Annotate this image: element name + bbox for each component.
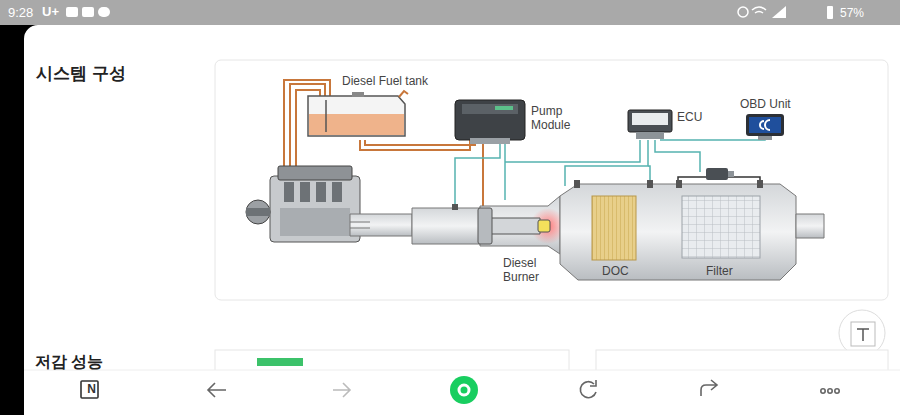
status-bar: [0, 0, 900, 25]
screen-corner: [24, 25, 38, 39]
diagram-card: [215, 60, 888, 300]
part-name: Diesel Burner: [503, 256, 555, 285]
section-heading: 저감 성능: [35, 352, 103, 371]
exhaust-pipe: [350, 204, 480, 244]
part-name: ECU: [677, 110, 702, 124]
battery-level: 57%: [840, 6, 864, 20]
nav-divider: [24, 370, 900, 371]
engine: [246, 166, 360, 242]
screen-edge: [0, 25, 24, 415]
section-title: 시스템 구성: [36, 64, 126, 84]
scroll-top-button: [839, 310, 885, 356]
carrier-name: U+: [42, 4, 59, 20]
obd-unit: [746, 114, 784, 140]
diesel-burner: [478, 196, 566, 254]
ecu-unit: [628, 110, 672, 139]
green-bar: [257, 358, 303, 366]
dpf-canister: [560, 180, 824, 280]
part-name: OBD Unit: [740, 97, 791, 111]
clock-time: 9:28: [8, 5, 33, 21]
nav-bar: [24, 370, 900, 415]
status-icons: [66, 6, 833, 19]
browser-logo: N: [85, 382, 98, 396]
fuel-tank: [308, 91, 408, 136]
part-name: Pump Module: [531, 104, 583, 133]
part-name: DOC: [602, 264, 629, 278]
home-button-ring: [459, 385, 469, 395]
part-name: Filter: [706, 264, 733, 278]
pump-module: [455, 100, 525, 144]
home-button: [450, 376, 478, 404]
pressure-sensor: [678, 168, 760, 186]
part-name: Diesel Fuel tank: [342, 74, 428, 88]
